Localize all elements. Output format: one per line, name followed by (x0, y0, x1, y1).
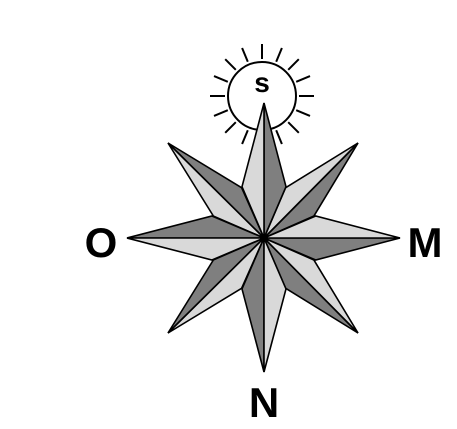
sun-ray (288, 59, 299, 70)
west-label: O (85, 219, 118, 266)
east-label: M (408, 219, 443, 266)
sun-ray (214, 110, 228, 116)
sun-ray (242, 130, 248, 144)
north-label: N (249, 379, 279, 426)
sun-ray (214, 76, 228, 82)
sun-ray (296, 110, 310, 116)
sun-ray (242, 48, 248, 62)
sun-ray (225, 59, 236, 70)
sun-ray (276, 130, 282, 144)
sun-ray (276, 48, 282, 62)
sun-ray (296, 76, 310, 82)
compass-star (127, 103, 400, 372)
sun-ray (288, 122, 299, 133)
sun-label: s (254, 67, 270, 98)
sun-ray (225, 122, 236, 133)
